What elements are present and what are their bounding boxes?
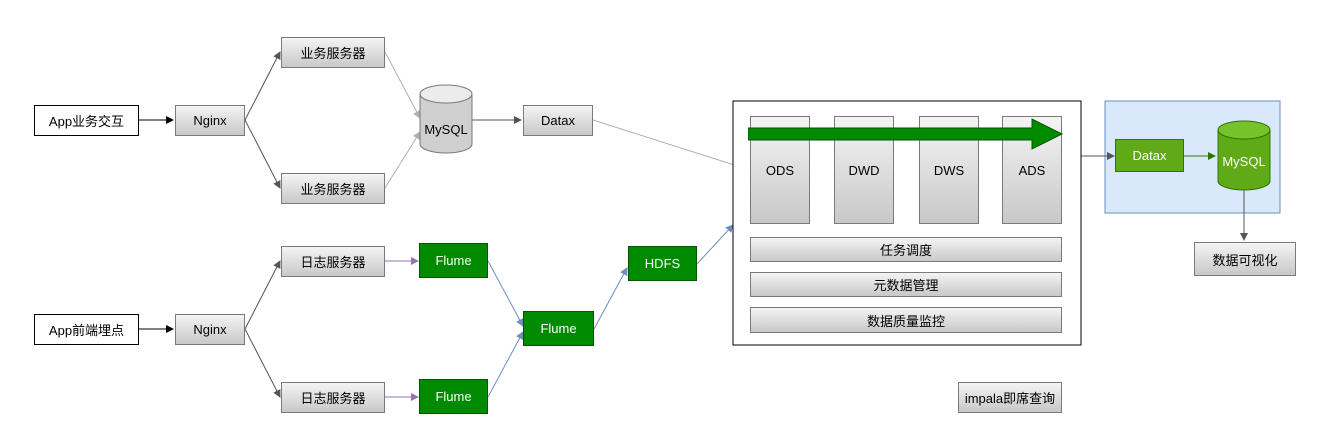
flume-bottom-node: Flume — [419, 379, 488, 414]
log-server-top-node: 日志服务器 — [281, 246, 385, 277]
datax-export-node: Datax — [1115, 139, 1184, 172]
nginx-top-node: Nginx — [175, 105, 245, 136]
edge-nginx-biz2 — [244, 119, 281, 189]
edge-nginx-log2 — [244, 328, 281, 398]
log-server-bottom-node: 日志服务器 — [281, 382, 385, 413]
business-server-top-node: 业务服务器 — [281, 37, 385, 68]
nginx-bottom-node: Nginx — [175, 314, 245, 345]
edge-flume3-hdfs — [593, 267, 628, 330]
edge-biz2-mysql — [384, 131, 421, 189]
hdfs-node: HDFS — [628, 246, 697, 281]
edge-biz1-mysql — [384, 51, 421, 119]
mysql-source-cylinder — [419, 84, 473, 154]
business-server-bottom-node: 业务服务器 — [281, 173, 385, 204]
visualization-node: 数据可视化 — [1194, 242, 1296, 276]
service-scheduling: 任务调度 — [750, 237, 1062, 262]
impala-node: impala即席查询 — [958, 382, 1062, 413]
mysql-export-label: MySQL — [1222, 154, 1266, 169]
edge-flume1-flume3 — [487, 260, 524, 327]
edge-datax-warehouse — [592, 119, 751, 172]
service-data-quality: 数据质量监控 — [750, 307, 1062, 333]
app-tracking-node: App前端埋点 — [34, 314, 139, 345]
service-metadata: 元数据管理 — [750, 272, 1062, 297]
edge-hdfs-warehouse — [696, 224, 734, 265]
flow-arrow — [748, 118, 1064, 150]
edge-nginx-log1 — [244, 260, 281, 330]
app-interaction-node: App业务交互 — [34, 105, 139, 136]
mysql-source-label: MySQL — [424, 122, 468, 137]
mysql-export-cylinder — [1217, 120, 1271, 191]
flume-top-node: Flume — [419, 243, 488, 278]
flume-aggregate-node: Flume — [523, 311, 594, 346]
edge-nginx-biz1 — [244, 51, 281, 121]
datax-ingest-node: Datax — [523, 105, 593, 136]
edge-flume2-flume3 — [487, 331, 524, 398]
